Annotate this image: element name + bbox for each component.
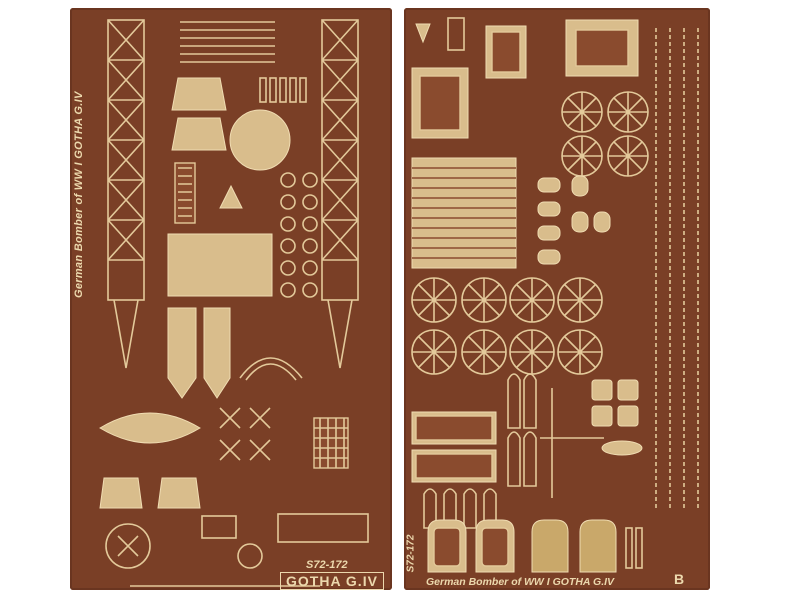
fret-left-code: S72-172: [306, 559, 348, 571]
steering-wheel: [237, 543, 263, 569]
truss-strut-right: [321, 19, 359, 369]
floor-plate: [167, 233, 273, 297]
seat-back: [99, 477, 143, 509]
rod-parts: [130, 21, 320, 587]
fitting-block: [277, 513, 369, 543]
fret-right-mark: B: [674, 571, 685, 587]
windscreen-panel: [171, 77, 227, 111]
porthole-parts: [537, 175, 611, 265]
control-wheel: [105, 523, 151, 569]
arched-frame: [239, 357, 303, 379]
fret-right-title: German Bomber of WW I GOTHA G.IV: [426, 576, 615, 588]
fret-right-parts: [411, 17, 699, 573]
cockpit-windows: [427, 519, 617, 573]
radiator-grille: [174, 162, 196, 224]
tailplane-rib: [99, 412, 201, 444]
ribbed-panel: [411, 157, 517, 269]
streamline-fairing: [601, 440, 643, 456]
x-brace-parts: [219, 407, 271, 461]
triangle-plate: [219, 184, 243, 209]
photo-etched-fret-left: German Bomber of WW I GOTHA G.IV S72-172…: [70, 8, 392, 590]
chain-link-parts: [655, 28, 699, 508]
fret-left-parts: [99, 19, 369, 587]
photo-etched-fret-right: S72-172 German Bomber of WW I GOTHA G.IV…: [404, 8, 710, 590]
mesh-panel: [313, 417, 349, 469]
windscreen-panel: [171, 117, 227, 151]
seat-back: [157, 477, 201, 509]
cross-frame: [540, 388, 604, 498]
strut-tubes: [625, 527, 643, 569]
fuselage-panel: [167, 307, 197, 399]
hatch-squares: [591, 379, 639, 427]
fret-left-plate: GOTHA G.IV: [280, 572, 384, 590]
v-bracket: [415, 23, 431, 44]
ring-parts: [280, 172, 318, 298]
fuselage-panel: [203, 307, 231, 399]
stanchion: [447, 17, 465, 51]
cover-disc: [229, 109, 291, 171]
truss-strut-left: [107, 19, 145, 369]
instrument-panel: [201, 515, 237, 539]
fret-right-code: S72-172: [405, 534, 417, 573]
spoked-wheels-top: [561, 91, 649, 177]
seat-rails: [259, 77, 307, 103]
fret-left-title: German Bomber of WW I GOTHA G.IV: [73, 91, 85, 298]
fin-parts: [507, 373, 537, 487]
spoked-wheels-row-1: [411, 277, 603, 323]
spoked-wheels-row-2: [411, 329, 603, 375]
